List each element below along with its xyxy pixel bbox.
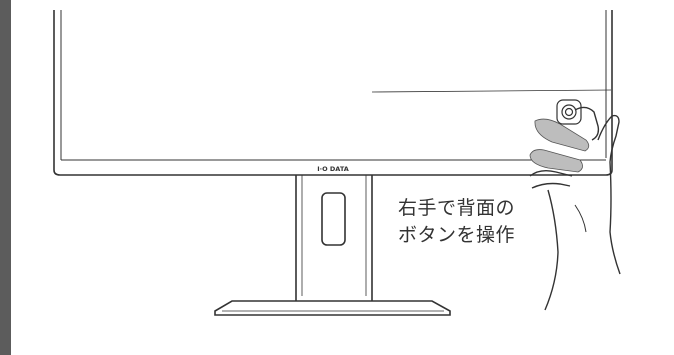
index-finger (574, 106, 600, 141)
stand (214, 175, 451, 316)
palm-crease (574, 204, 587, 233)
forearm-left (544, 189, 559, 311)
forearm-right (609, 161, 621, 275)
caption-line-2: ボタンを操作 (398, 224, 516, 246)
thumb (597, 114, 620, 163)
stand-base (214, 300, 451, 316)
monitor (53, 10, 613, 176)
guide-line (371, 89, 612, 93)
stand-cable-hole (321, 192, 346, 246)
rear-button-icon (556, 99, 582, 125)
finger-shadow-lower (529, 149, 583, 173)
caption-line-1: 右手で背面の (398, 197, 516, 219)
monitor-bottom-bezel (53, 164, 613, 176)
hand (529, 99, 621, 311)
brand-label: I·O DATA (317, 165, 349, 173)
left-margin-bar (0, 0, 11, 355)
stand-neck (295, 175, 373, 302)
lower-fingers (529, 169, 573, 189)
finger-shadow-upper (534, 118, 590, 152)
